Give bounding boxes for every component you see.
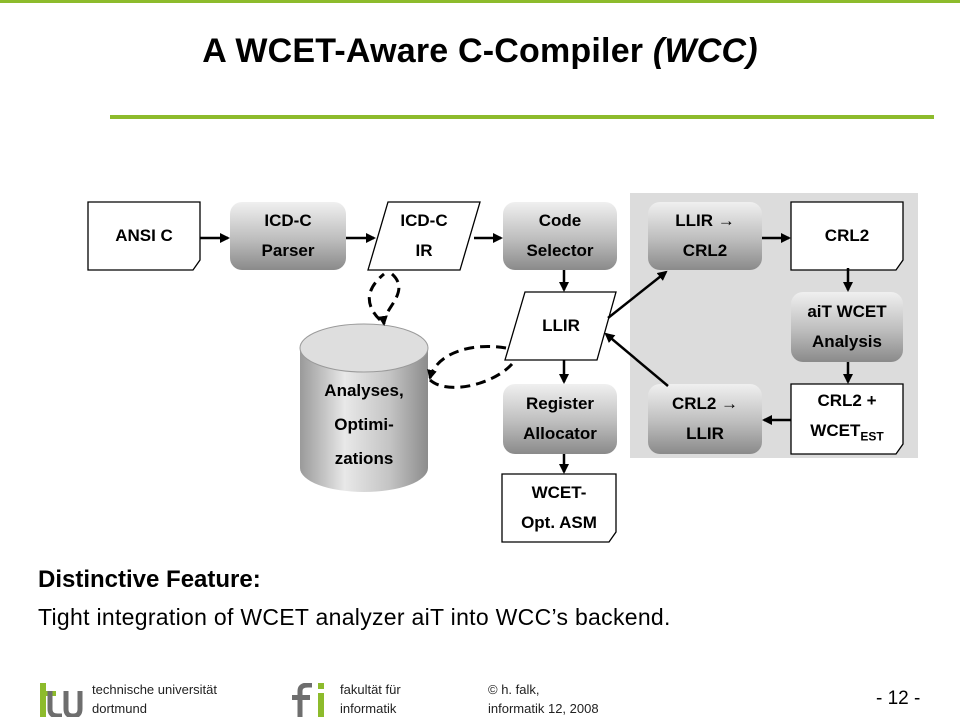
footer-university: technische universität dortmund xyxy=(92,682,218,716)
crl2-document xyxy=(790,201,904,271)
ait-wcet-label: aiT WCET Analysis xyxy=(807,302,887,351)
analyses-cylinder xyxy=(299,323,429,492)
feature-heading: Distinctive Feature: xyxy=(38,566,261,593)
icdc-parser-label: ICD-C Parser xyxy=(261,211,315,260)
llir-to-crl2-box xyxy=(648,202,762,270)
wcet-opt-asm-label: WCET- Opt. ASM xyxy=(521,483,597,532)
llir-parallelogram xyxy=(504,291,617,361)
dashed-link-llir-analyses xyxy=(427,345,507,380)
wcet-opt-asm-document xyxy=(501,473,617,543)
ansi-c-document xyxy=(87,201,201,271)
footer-faculty: fakultät für informatik xyxy=(340,682,401,716)
crl2-wcet-label: CRL2 + WCETEST xyxy=(810,391,884,444)
top-accent-line xyxy=(0,0,960,3)
page-number: - 12 - xyxy=(876,688,921,709)
page-title: A WCET-Aware C-Compiler (WCC) xyxy=(0,32,960,71)
code-selector-box xyxy=(503,202,617,270)
fi-logo-icon xyxy=(292,683,324,717)
page-title-main: A WCET-Aware C-Compiler xyxy=(202,32,653,70)
title-underline xyxy=(110,115,934,119)
register-allocator-box xyxy=(503,384,617,454)
crl2-to-llir-label: CRL2 → LLIR xyxy=(671,394,739,443)
dashed-link-analyses-ir xyxy=(367,272,385,322)
crl2-label: CRL2 xyxy=(824,226,870,245)
ait-wcet-box xyxy=(791,292,903,362)
dashed-link-ir-analyses xyxy=(377,272,401,326)
code-selector-label: Code Selector xyxy=(526,211,594,260)
arrow-llir-to-crl2conv xyxy=(607,270,668,319)
llir-label: LLIR xyxy=(542,316,580,335)
icdc-parser-box xyxy=(230,202,346,270)
feature-text: Tight integration of WCET analyzer aiT i… xyxy=(38,604,671,630)
dashed-link-analyses-llir xyxy=(429,362,514,389)
crl2-to-llir-box xyxy=(648,384,762,454)
wcet-subscript: EST xyxy=(860,429,884,444)
analyses-label: Analyses, Optimi- zations xyxy=(324,381,404,468)
crl2-wcet-document xyxy=(790,383,904,455)
icdc-ir-label: ICD-C IR xyxy=(400,211,448,260)
register-allocator-label: Register Allocator xyxy=(523,394,597,443)
tu-logo-icon xyxy=(40,683,83,717)
llir-to-crl2-label: LLIR → CRL2 xyxy=(675,211,735,260)
arrow-conv-to-llir xyxy=(604,332,669,387)
icdc-ir-parallelogram xyxy=(367,201,481,271)
ansi-c-label: ANSI C xyxy=(115,226,173,245)
footer-author: © h. falk, informatik 12, 2008 xyxy=(488,682,599,716)
page-title-abbrev: (WCC) xyxy=(652,32,758,70)
